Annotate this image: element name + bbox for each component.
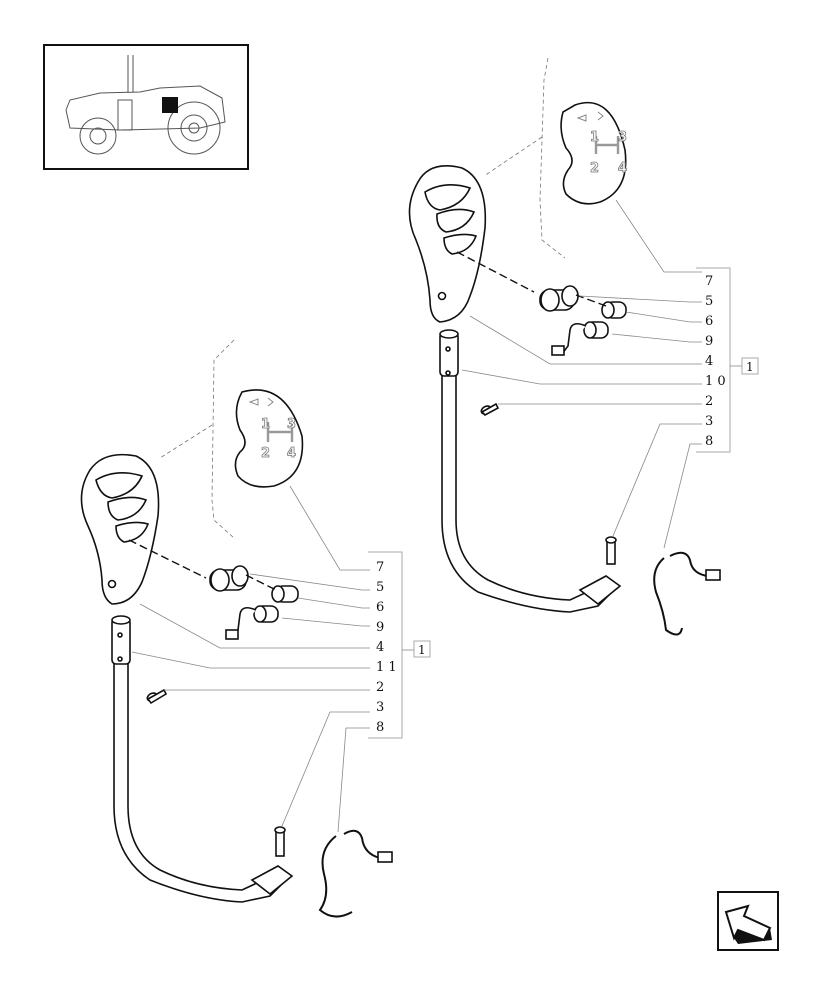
- callout-number: 7: [376, 560, 384, 575]
- callout-leaders: [131, 485, 431, 833]
- screw: [146, 688, 286, 857]
- shift-pattern-decal: 1 2 3 4: [234, 389, 304, 488]
- perspective-guides: [483, 57, 566, 259]
- assembly-b: 1 2 3 4: [80, 339, 431, 918]
- group-number: 1: [418, 643, 426, 657]
- assembly-a: 1 2 3 4: [408, 57, 759, 636]
- callout-number: 3: [376, 700, 384, 715]
- assembly-axis-line: [128, 539, 207, 579]
- callout-number: 4: [705, 354, 713, 369]
- callout-number: 9: [376, 620, 384, 635]
- wiring-harness: [318, 829, 393, 918]
- callout-number: 3: [705, 414, 713, 429]
- decal-number: 2: [261, 446, 270, 461]
- shift-lever: [111, 615, 294, 903]
- decal-number: 2: [590, 161, 599, 176]
- callout-number: 2: [376, 680, 384, 695]
- group-number: 1: [746, 360, 754, 374]
- callout-number: 1 1: [376, 660, 397, 675]
- callout-number: 8: [376, 720, 384, 735]
- screw: [480, 402, 617, 565]
- wiring-harness: [653, 551, 721, 636]
- callout-labels: 7 5 6 9 4 1 1 2 3 8 1: [376, 560, 426, 735]
- tractor-locator-icon: [43, 44, 249, 170]
- callout-number: 5: [705, 294, 713, 309]
- callout-labels: 7 5 6 9 4 1 0 2 3 8 1: [705, 274, 754, 449]
- decal-number: 4: [287, 446, 296, 461]
- callout-number: 5: [376, 580, 384, 595]
- decal-number: 4: [618, 161, 627, 176]
- assembly-axis-line: [456, 251, 535, 293]
- callout-number: 7: [705, 274, 713, 289]
- switch-block: [539, 285, 627, 356]
- callout-number: 9: [705, 334, 713, 349]
- next-page-arrow-icon[interactable]: [717, 891, 779, 951]
- gear-knob: [80, 453, 160, 605]
- callout-number: 8: [705, 434, 713, 449]
- decal-number: 3: [287, 417, 296, 432]
- shift-lever: [439, 329, 622, 613]
- perspective-guides: [159, 339, 235, 539]
- decal-number: 3: [618, 130, 627, 145]
- decal-number: 1: [590, 130, 599, 145]
- decal-number: 1: [261, 417, 270, 432]
- callout-number: 6: [376, 600, 384, 615]
- callout-leaders: [461, 199, 759, 549]
- gear-knob: [408, 165, 487, 323]
- callout-number: 4: [376, 640, 384, 655]
- callout-number: 1 0: [705, 374, 726, 389]
- shift-pattern-decal: 1 2 3 4: [560, 101, 627, 205]
- switch-block: [209, 565, 299, 640]
- callout-number: 2: [705, 394, 713, 409]
- callout-number: 6: [705, 314, 713, 329]
